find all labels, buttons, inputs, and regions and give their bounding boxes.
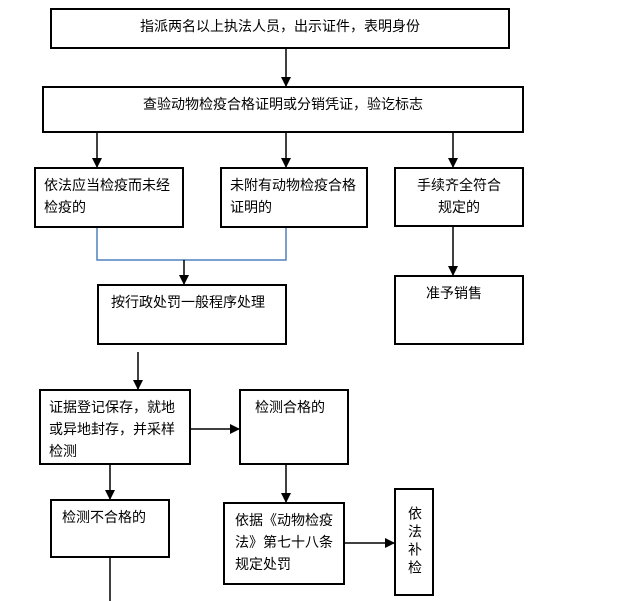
- case-complete: 手续齐全符合规定的: [394, 167, 524, 227]
- step-penalty-article-78: 依据《动物检疫法》第七十八条规定处罚: [223, 502, 345, 585]
- result-test-fail: 检测不合格的: [50, 499, 170, 558]
- result-test-pass-label: 检测合格的: [255, 400, 325, 416]
- step-evidence-preservation-label: 证据登记保存，就地或异地封存，并采样检测: [49, 400, 175, 460]
- step-evidence-preservation: 证据登记保存，就地或异地封存，并采样检测: [39, 389, 191, 465]
- case-no-certificate-label: 未附有动物检疫合格证明的: [230, 178, 356, 216]
- step-penalty-article-78-label: 依据《动物检疫法》第七十八条规定处罚: [235, 513, 333, 573]
- case-no-certificate: 未附有动物检疫合格证明的: [220, 167, 368, 228]
- result-test-fail-label: 检测不合格的: [62, 510, 146, 526]
- result-allow-sale: 准予销售: [394, 275, 524, 345]
- result-test-pass: 检测合格的: [239, 389, 349, 465]
- merge-connector: [96, 228, 287, 261]
- step-admin-penalty-label: 按行政处罚一般程序处理: [111, 295, 265, 311]
- case-complete-label: 手续齐全符合规定的: [417, 178, 501, 216]
- case-no-quarantine: 依法应当检疫而未经检疫的: [34, 167, 184, 228]
- result-supplement-quarantine-label: 依法补检: [406, 506, 422, 578]
- step-show-credentials-label: 指派两名以上执法人员，出示证件，表明身份: [140, 19, 420, 35]
- result-supplement-quarantine: 依法补检: [394, 488, 434, 596]
- case-no-quarantine-label: 依法应当检疫而未经检疫的: [44, 178, 170, 216]
- step-show-credentials: 指派两名以上执法人员，出示证件，表明身份: [50, 8, 510, 49]
- step-admin-penalty: 按行政处罚一般程序处理: [97, 284, 287, 345]
- step-check-certificate: 查验动物检疫合格证明或分销凭证，验讫标志: [42, 86, 524, 133]
- step-check-certificate-label: 查验动物检疫合格证明或分销凭证，验讫标志: [143, 97, 423, 113]
- result-allow-sale-label: 准予销售: [426, 286, 482, 302]
